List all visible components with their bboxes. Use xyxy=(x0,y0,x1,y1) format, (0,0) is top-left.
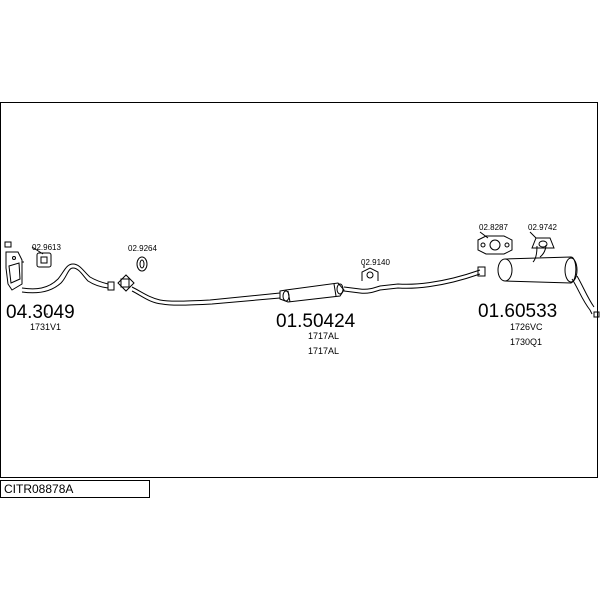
rear-silencer-drawing xyxy=(497,244,600,318)
fitting-label-02-9264: 02.9264 xyxy=(128,244,157,253)
fitting-02-9742-drawing xyxy=(529,231,555,249)
part-ref-rear-1: 1726VC xyxy=(510,322,543,332)
front-pipe-drawing xyxy=(21,263,115,294)
catalytic-converter-drawing xyxy=(4,241,24,291)
part-ref-rear-2: 1730Q1 xyxy=(510,337,542,347)
diagram-title-box: CITR08878A xyxy=(0,480,150,498)
diagram-frame xyxy=(0,102,598,478)
fitting-02-9264-drawing xyxy=(136,256,148,272)
fitting-label-02-9140: 02.9140 xyxy=(361,258,390,267)
fitting-label-02-9613: 02.9613 xyxy=(32,243,61,252)
marker-dot xyxy=(46,313,48,315)
fitting-02-9613-drawing xyxy=(31,246,52,268)
fitting-label-02-9742: 02.9742 xyxy=(528,223,557,232)
part-ref-middle-1: 1717AL xyxy=(308,331,339,341)
fitting-label-02-8287: 02.8287 xyxy=(479,223,508,232)
flange-drawing xyxy=(117,274,135,292)
part-number-front: 04.3049 xyxy=(6,302,75,323)
part-number-rear: 01.60533 xyxy=(478,301,557,322)
fitting-02-8287-drawing xyxy=(477,231,513,255)
fitting-02-9140-drawing xyxy=(361,265,379,281)
middle-silencer-drawing xyxy=(131,266,486,306)
diagram-title: CITR08878A xyxy=(4,482,74,496)
part-ref-middle-2: 1717AL xyxy=(308,346,339,356)
part-number-middle: 01.50424 xyxy=(276,311,356,332)
part-ref-front-1: 1731V1 xyxy=(30,322,61,332)
